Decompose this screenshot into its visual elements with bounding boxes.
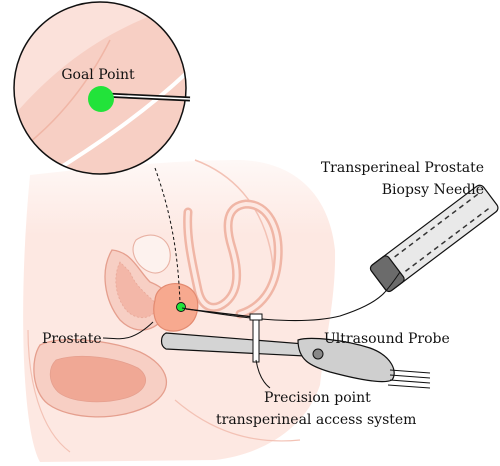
prostate: [154, 284, 198, 331]
needle-label-line1: Transperineal Prostate: [321, 160, 484, 176]
prostate-shape: [154, 284, 198, 331]
access-system-cap: [250, 314, 262, 320]
magnifier-inset: Goal Point: [10, 0, 200, 180]
ultrasound-probe-label: Ultrasound Probe: [324, 331, 450, 347]
probe-button: [313, 349, 323, 359]
access-system-label-line2: transperineal access system: [216, 412, 416, 428]
access-system-post: [253, 318, 259, 362]
needle-label-line2: Biopsy Needle: [382, 182, 484, 198]
biopsy-needle-icon: [369, 183, 500, 293]
goal-point-dot: [88, 86, 114, 112]
prostate-label: Prostate: [42, 331, 102, 347]
access-system-label-line1: Precision point: [264, 390, 371, 406]
goal-point-label: Goal Point: [61, 67, 135, 83]
target-marker: [177, 303, 186, 312]
